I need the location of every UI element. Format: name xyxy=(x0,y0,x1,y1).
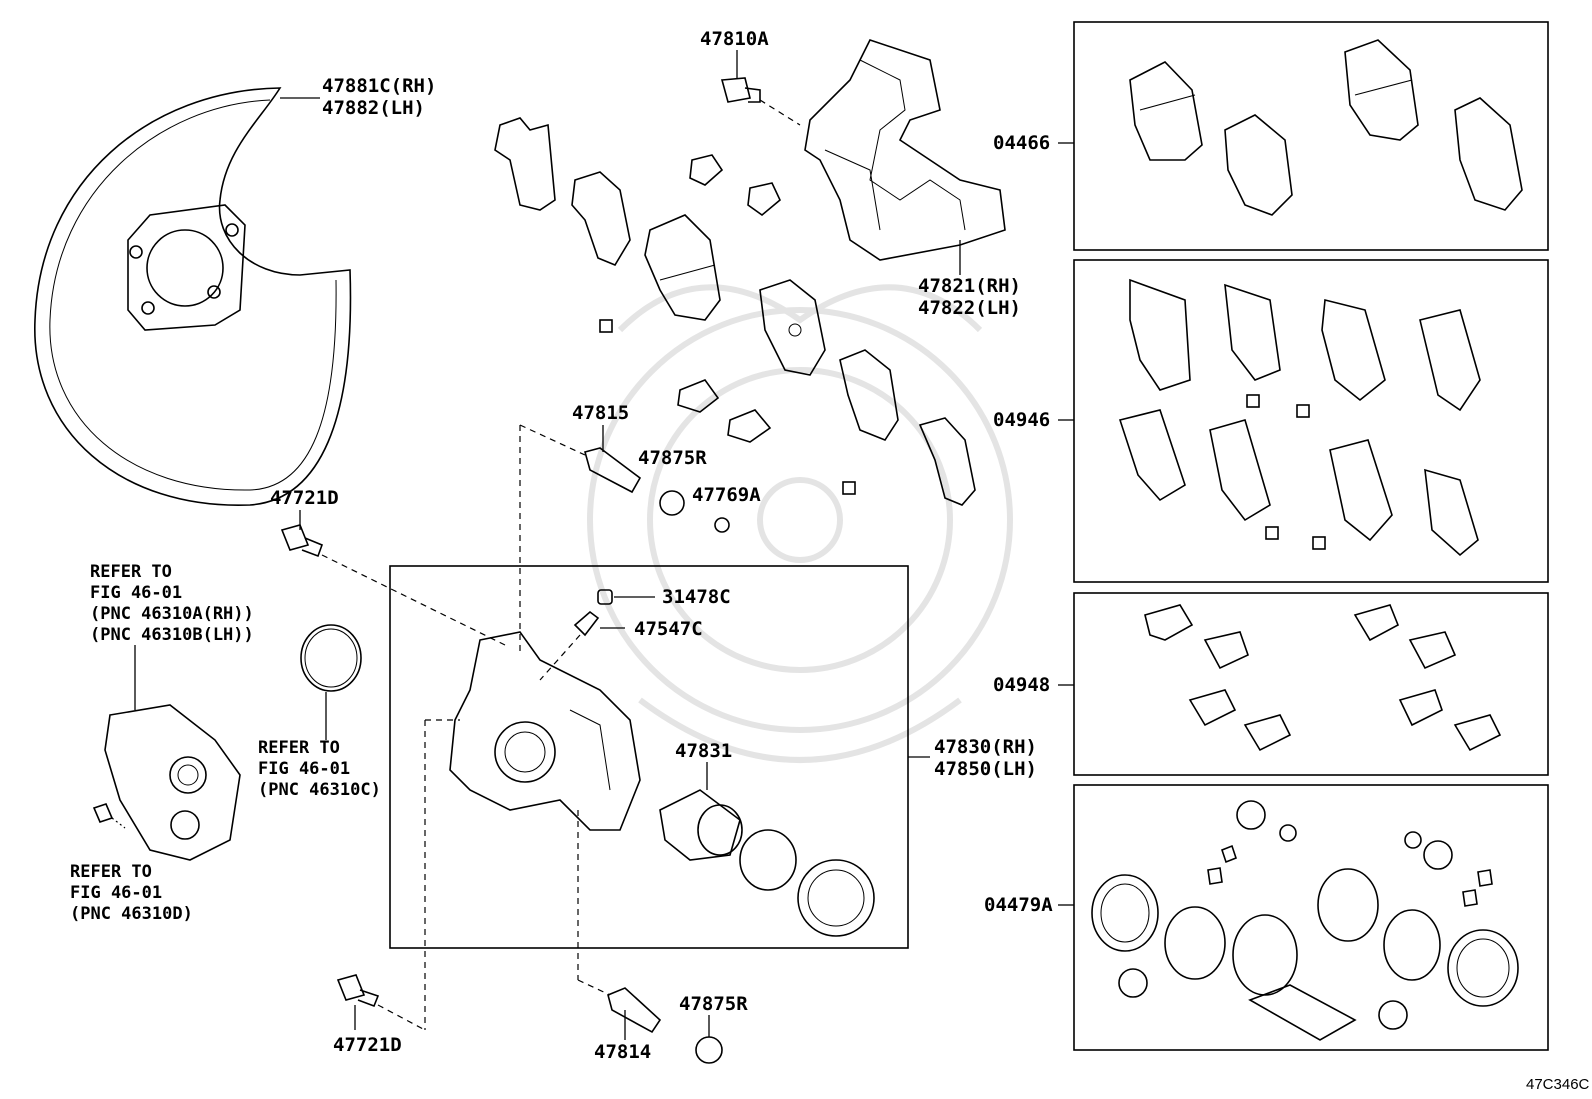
label-04466: 04466 xyxy=(993,132,1051,154)
kit-box-04466 xyxy=(1073,21,1549,251)
label-47721D-top: 47721D xyxy=(270,487,339,509)
watermark-emblem xyxy=(587,284,1013,763)
o-ring-46310C xyxy=(300,624,362,740)
bolt-47721D-bottom xyxy=(336,974,426,1031)
shim-kit-contents xyxy=(1118,278,1481,557)
kit-box-04479A xyxy=(1073,784,1549,1051)
label-refer-ring: REFER TO FIG 46-01 (PNC 46310C) xyxy=(258,738,381,800)
bleeder-parts xyxy=(539,589,655,681)
label-47831: 47831 xyxy=(675,740,733,762)
guide-line-mid-end xyxy=(577,979,611,996)
label-47815: 47815 xyxy=(572,402,630,424)
label-47875R-bottom: 47875R xyxy=(679,993,748,1015)
label-refer-bolt: REFER TO FIG 46-01 (PNC 46310D) xyxy=(70,862,193,924)
label-04479A: 04479A xyxy=(984,894,1053,916)
label-47814: 47814 xyxy=(594,1041,652,1063)
actuator-46310A xyxy=(92,645,241,861)
clip-kit-contents xyxy=(1144,604,1502,752)
kit-box-04946 xyxy=(1073,259,1549,583)
pad-shim-group xyxy=(494,117,976,506)
label-47881C: 47881C(RH) 47882(LH) xyxy=(322,75,437,119)
label-47875R-top: 47875R xyxy=(638,447,707,469)
pad-kit-contents xyxy=(1129,39,1523,216)
label-31478C: 31478C xyxy=(662,586,731,608)
label-47830: 47830(RH) 47850(LH) xyxy=(934,736,1037,780)
piston-and-seals xyxy=(659,756,930,937)
label-47769A: 47769A xyxy=(692,484,761,506)
slide-pin-47814 xyxy=(607,987,723,1064)
label-refer-actuator: REFER TO FIG 46-01 (PNC 46310A(RH)) (PNC… xyxy=(90,562,254,645)
label-47721D-bottom: 47721D xyxy=(333,1034,402,1056)
kit-box-04948 xyxy=(1073,592,1549,776)
label-47821: 47821(RH) 47822(LH) xyxy=(918,275,1021,319)
caliper-mounting xyxy=(804,39,1006,275)
bolt-47721D-top xyxy=(280,510,506,646)
label-04946: 04946 xyxy=(993,409,1051,431)
dust-shield xyxy=(34,87,352,506)
bracket-bolt-47810A xyxy=(720,50,801,126)
slide-pin-47815 xyxy=(519,424,730,655)
label-47810A: 47810A xyxy=(700,28,769,50)
caliper-body xyxy=(449,631,641,831)
label-04948: 04948 xyxy=(993,674,1051,696)
label-47547C: 47547C xyxy=(634,618,703,640)
seal-kit-contents xyxy=(1091,800,1519,1041)
diagram-code: 47C346C xyxy=(1526,1076,1590,1093)
